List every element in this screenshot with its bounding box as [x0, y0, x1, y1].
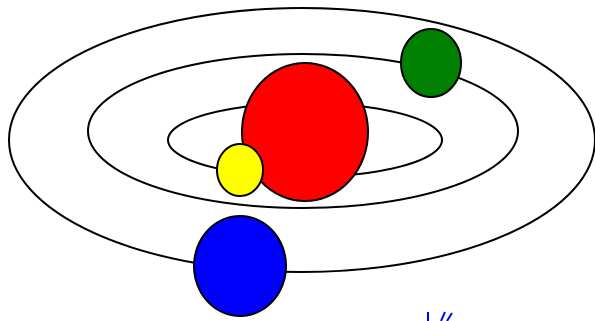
- yellow-body: [217, 144, 263, 196]
- green-body: [401, 29, 461, 97]
- blue-body: [194, 216, 286, 316]
